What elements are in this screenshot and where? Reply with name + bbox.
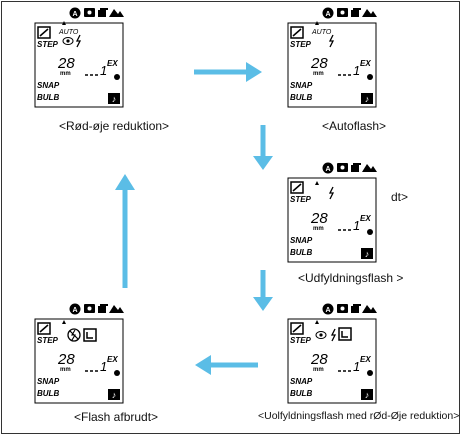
frame-count: 1 xyxy=(100,359,107,374)
lcd-border xyxy=(34,22,124,108)
continuous-mode-icon xyxy=(98,10,106,17)
film-indicator-icon xyxy=(114,74,120,80)
arrow-right-top-head xyxy=(246,62,262,82)
auto-mode-icon xyxy=(69,7,81,19)
focal-unit: mm xyxy=(313,367,324,373)
svg-text:♪: ♪ xyxy=(365,94,370,104)
frame-suffix: EX xyxy=(107,59,118,68)
step-label: STEP xyxy=(290,195,312,204)
bulb-label: BULB xyxy=(37,93,59,102)
focal-unit: mm xyxy=(60,71,71,77)
music-icon xyxy=(108,93,120,104)
snap-label: SNAP xyxy=(290,377,313,386)
top-mode-icons: A xyxy=(69,303,124,315)
music-icon xyxy=(361,248,373,259)
caption-fill-flash: <Udfyldningsflash > xyxy=(298,271,404,285)
bulb-label: BULB xyxy=(290,389,312,398)
focal-unit: mm xyxy=(313,71,324,77)
focal-unit: mm xyxy=(60,367,71,373)
music-icon xyxy=(108,389,120,400)
eye-icon xyxy=(62,37,74,45)
focal-digits: 28 xyxy=(310,351,328,368)
flash-bolt-icon xyxy=(75,34,82,48)
snap-label: SNAP xyxy=(37,377,60,386)
svg-text:♪: ♪ xyxy=(112,390,117,400)
bulb-label: BULB xyxy=(290,248,312,257)
svg-text:♪: ♪ xyxy=(365,390,370,400)
music-icon xyxy=(361,389,373,400)
step-label: STEP xyxy=(37,336,59,345)
arrow-left-bottom-head xyxy=(195,355,211,375)
fill-flash-icon xyxy=(338,327,352,341)
music-icon xyxy=(361,93,373,104)
top-mode-icons: A xyxy=(322,7,377,19)
snap-label: SNAP xyxy=(290,81,313,90)
eye-icon xyxy=(315,331,327,339)
frame-suffix: EX xyxy=(360,214,371,223)
flash-bolt-icon xyxy=(330,328,337,342)
caption-red-eye: <Rød-øje reduktion> xyxy=(59,119,170,133)
lcd-panel-fill-flash: A STEP 28 mm 1 EX SNAP BULB ♪ xyxy=(283,160,377,263)
svg-text:♪: ♪ xyxy=(365,249,370,259)
flash-bolt-icon xyxy=(328,34,335,48)
frame-count: 1 xyxy=(100,63,107,78)
top-mode-icons: A xyxy=(69,7,124,19)
lcd-panel-fill-flash-red-eye: A STEP 28 mm 1 EX SNAP BULB ♪ xyxy=(283,301,377,404)
caption-flash-off: <Flash afbrudt> xyxy=(74,410,159,424)
caption-fill-flash-red-eye: <Uolfyldningsflash med rØd-Øje reduktion… xyxy=(258,410,460,422)
snap-label: SNAP xyxy=(37,81,60,90)
top-mode-icons: A xyxy=(322,303,377,315)
fill-flash-icon xyxy=(83,328,97,342)
arrow-down-1-head xyxy=(253,156,273,170)
lcd-panel-flash-off: A STEP 28 mm 1 EX SNAP BULB ♪ xyxy=(30,301,124,404)
arrow-up-head xyxy=(115,174,135,190)
lcd-panel-red-eye: A STEP AUTO 28 mm 1 EX SNAP BULB ♪ xyxy=(30,5,124,108)
auto-label: AUTO xyxy=(311,29,332,36)
focal-digits: 28 xyxy=(57,55,75,72)
step-label: STEP xyxy=(290,336,312,345)
frame-count: 1 xyxy=(353,63,360,78)
frame-suffix: EX xyxy=(360,59,371,68)
caption-autoflash: <Autoflash> xyxy=(322,119,387,133)
focal-unit: mm xyxy=(313,226,324,232)
arrow-down-2-head xyxy=(253,297,273,311)
svg-text:A: A xyxy=(72,307,77,314)
focal-digits: 28 xyxy=(310,55,328,72)
svg-text:♪: ♪ xyxy=(112,94,117,104)
frame-count: 1 xyxy=(353,218,360,233)
svg-text:A: A xyxy=(325,166,330,173)
bulb-label: BULB xyxy=(37,389,59,398)
landscape-mode-icon xyxy=(109,9,124,17)
step-label: STEP xyxy=(290,40,312,49)
frame-suffix: EX xyxy=(107,355,118,364)
step-label: STEP xyxy=(37,40,59,49)
bulb-label: BULB xyxy=(290,93,312,102)
mode-indicator-triangle xyxy=(62,21,66,25)
svg-text:A: A xyxy=(325,307,330,314)
frame-suffix: EX xyxy=(360,355,371,364)
selftimer-icon xyxy=(290,26,304,39)
lcd-panel-autoflash: A STEP AUTO 28 mm 1 EX SNAP BULB ♪ xyxy=(283,5,377,108)
focal-digits: 28 xyxy=(310,210,328,227)
focal-digits: 28 xyxy=(57,351,75,368)
overlap-text: dt> xyxy=(391,190,409,204)
flash-bolt-icon xyxy=(328,186,335,200)
flash-off-icon xyxy=(67,328,81,342)
svg-text:A: A xyxy=(72,11,77,18)
auto-label: AUTO xyxy=(58,29,79,36)
snap-label: SNAP xyxy=(290,236,313,245)
frame-count: 1 xyxy=(353,359,360,374)
top-mode-icons: A xyxy=(322,162,377,174)
svg-text:A: A xyxy=(325,11,330,18)
selftimer-icon xyxy=(37,26,51,39)
